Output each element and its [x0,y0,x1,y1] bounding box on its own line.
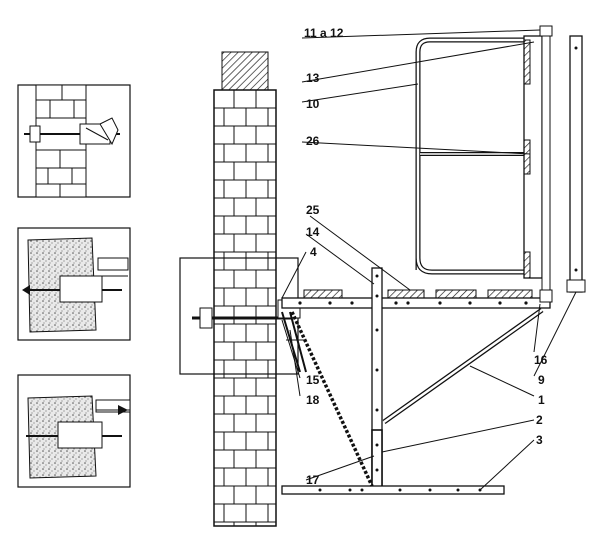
scaffold-frame [281,267,551,495]
detail-inset-top [17,84,131,198]
leader-lines [281,29,577,491]
detail-inset-middle [17,227,131,341]
detail-inset-bottom [17,374,131,488]
label-part-2: 2 [536,413,543,427]
upper-deck [281,289,551,309]
label-part-18: 18 [306,393,320,407]
brick-courses [214,89,276,526]
inset-top-anchor-bolt [24,117,120,146]
label-part-25: 25 [306,203,320,217]
label-part-17: 17 [306,473,320,487]
label-part-16: 16 [534,353,548,367]
label-part-15: 15 [306,373,320,387]
label-part-11a12: 11 a 12 [304,26,344,40]
inset-top-brick-wall [35,84,87,198]
diagonal-chain [290,311,374,487]
bottom-beam [281,485,505,495]
part-number-labels: 11 a 12 13 10 26 25 14 4 16 9 1 15 18 2 … [304,26,548,487]
label-part-9: 9 [538,373,545,387]
label-part-4: 4 [310,245,317,259]
wall-bracket [281,311,307,373]
brick-wall [213,51,277,527]
label-part-14: 14 [306,225,320,239]
guard-rail [415,25,553,303]
label-part-1: 1 [538,393,545,407]
separate-rail-tube [566,35,586,293]
label-part-13: 13 [306,71,320,85]
label-part-26: 26 [306,134,320,148]
label-part-3: 3 [536,433,543,447]
label-part-10: 10 [306,97,320,111]
